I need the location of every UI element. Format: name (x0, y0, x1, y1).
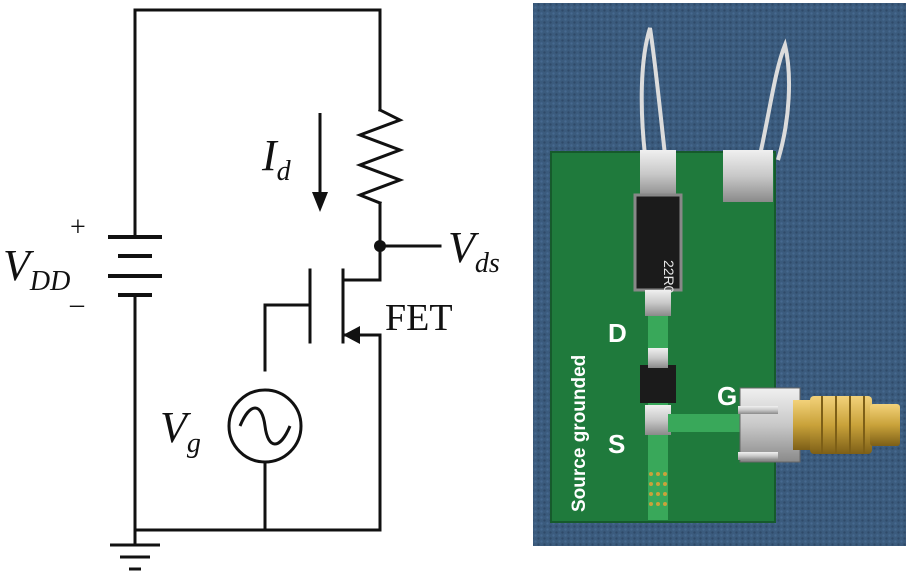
battery-plus-label: + (70, 212, 86, 243)
wire-top (133, 8, 382, 112)
vdd-label: VDD (3, 241, 70, 297)
source-pad (645, 405, 671, 435)
ground-symbol (110, 543, 160, 571)
pin-label-d: D (608, 318, 627, 348)
via-array (649, 472, 667, 506)
resistor-marking: 22R0 (661, 260, 677, 294)
sma-connector (738, 387, 900, 463)
wire-lead-left (639, 27, 667, 156)
fet-symbol (263, 268, 382, 532)
drain-pad (645, 290, 671, 316)
vg-label: Vg (160, 403, 201, 459)
fet-label: FET (385, 297, 453, 339)
fet-package (640, 365, 676, 403)
battery-symbol (108, 235, 162, 297)
circuit-schematic: VDD + – Id Vds FET Vg (3, 8, 500, 571)
source-grounded-text: Source grounded (569, 355, 590, 512)
solder-pad-top-right (723, 150, 773, 202)
pin-label-g: G (717, 381, 737, 411)
solder-pad-top-left (640, 150, 676, 198)
gate-trace (668, 414, 748, 432)
current-arrow (312, 113, 328, 212)
wire-lead-right (758, 38, 792, 161)
fet-pad-top (648, 348, 668, 368)
ac-source-symbol (227, 388, 303, 532)
resistor-symbol (355, 107, 405, 205)
id-label: Id (261, 131, 292, 187)
battery-minus-label: – (69, 289, 85, 320)
pin-label-s: S (608, 429, 625, 459)
pcb-photo: 22R0 D S G (533, 3, 906, 546)
vds-label: Vds (448, 223, 500, 279)
